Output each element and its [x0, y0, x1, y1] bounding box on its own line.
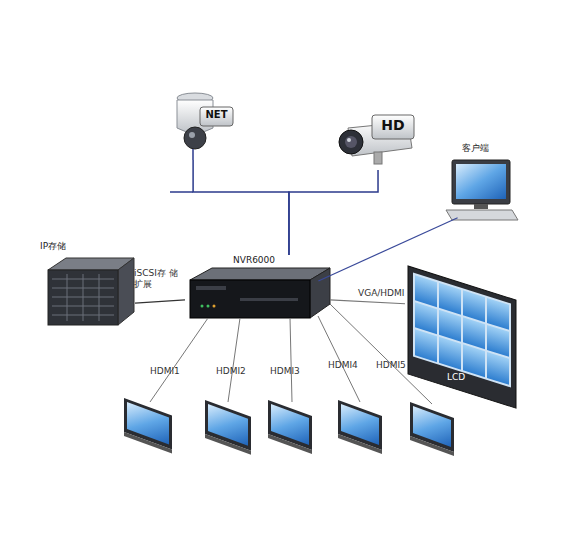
edge-label: iSCSI存 储扩展	[134, 268, 180, 290]
lcd-wall	[408, 266, 516, 408]
storage-node: IP存储	[40, 241, 135, 325]
node-text: LCD	[447, 372, 487, 382]
port-label: HDMI5	[376, 360, 406, 371]
connector	[289, 170, 378, 255]
nvr-device	[190, 268, 330, 318]
port-label: HDMI2	[216, 366, 246, 377]
connector	[318, 218, 457, 281]
port-label: HDMI1	[150, 366, 180, 377]
camera-node: NET	[170, 88, 236, 160]
node-text: HD	[372, 117, 414, 133]
storage-box	[48, 258, 134, 325]
hdmi-wire	[150, 304, 432, 404]
bus-line	[170, 191, 193, 193]
node-text: 客户端	[462, 143, 512, 153]
dome-camera	[177, 93, 233, 160]
node-text: IP存储	[40, 241, 100, 251]
edge-label: VGA/HDMI	[358, 288, 418, 299]
node-text: NET	[200, 109, 233, 121]
lcd-node: LCD	[405, 265, 517, 420]
port-label: HDMI4	[328, 360, 358, 371]
connector	[330, 300, 405, 304]
camera-node: HD	[335, 108, 425, 170]
box-camera	[339, 115, 414, 164]
port-label: HDMI3	[270, 366, 300, 377]
nvr-node: NVR6000	[185, 255, 330, 320]
connector	[135, 300, 185, 303]
connector	[193, 160, 289, 255]
client-node: 客户端	[440, 143, 520, 220]
node-text: NVR6000	[233, 255, 303, 265]
client-pc	[446, 160, 518, 220]
monitor	[124, 398, 454, 456]
